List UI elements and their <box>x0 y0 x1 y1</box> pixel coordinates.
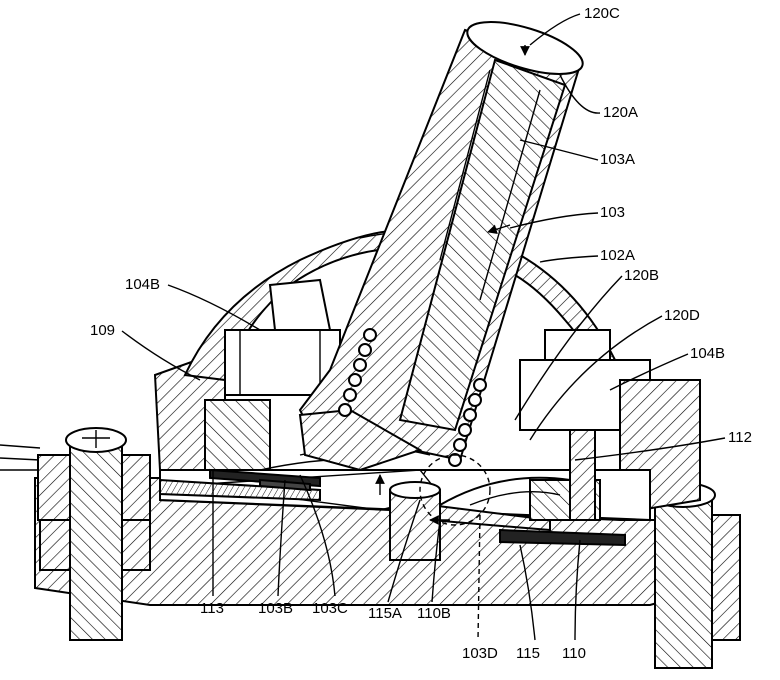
label-103B: 103B <box>258 600 293 617</box>
left-screw <box>37 427 151 641</box>
label-120B: 120B <box>624 267 659 284</box>
hub-115A <box>389 481 441 561</box>
dome-112 <box>439 476 571 506</box>
detail-circle <box>419 454 491 641</box>
label-110B: 110B <box>417 605 451 622</box>
label-103A: 103A <box>600 151 635 168</box>
label-115: 115 <box>516 645 540 662</box>
label-102A: 102A <box>600 247 635 264</box>
label-110: 110 <box>562 645 586 662</box>
coil-springs <box>338 328 487 467</box>
label-112: 112 <box>728 429 752 446</box>
label-104B-left: 104B <box>125 276 160 293</box>
label-115A: 115A <box>368 605 402 622</box>
reference-labels: 120C 120A 103A 103 102A 104B 120B 120D 1… <box>90 5 752 662</box>
label-103D: 103D <box>462 645 498 662</box>
label-120C: 120C <box>584 5 620 22</box>
leader-lines <box>121 13 726 641</box>
label-104B-right: 104B <box>690 345 725 362</box>
label-113: 113 <box>200 600 224 617</box>
right-screw <box>650 482 741 669</box>
contact-110 <box>429 429 626 547</box>
label-120D: 120D <box>664 307 700 324</box>
label-103: 103 <box>600 204 625 221</box>
label-120A: 120A <box>603 104 638 121</box>
actuator-104B-right <box>519 329 701 512</box>
label-109: 109 <box>90 322 115 339</box>
cables <box>0 444 41 471</box>
label-103C: 103C <box>312 600 348 617</box>
